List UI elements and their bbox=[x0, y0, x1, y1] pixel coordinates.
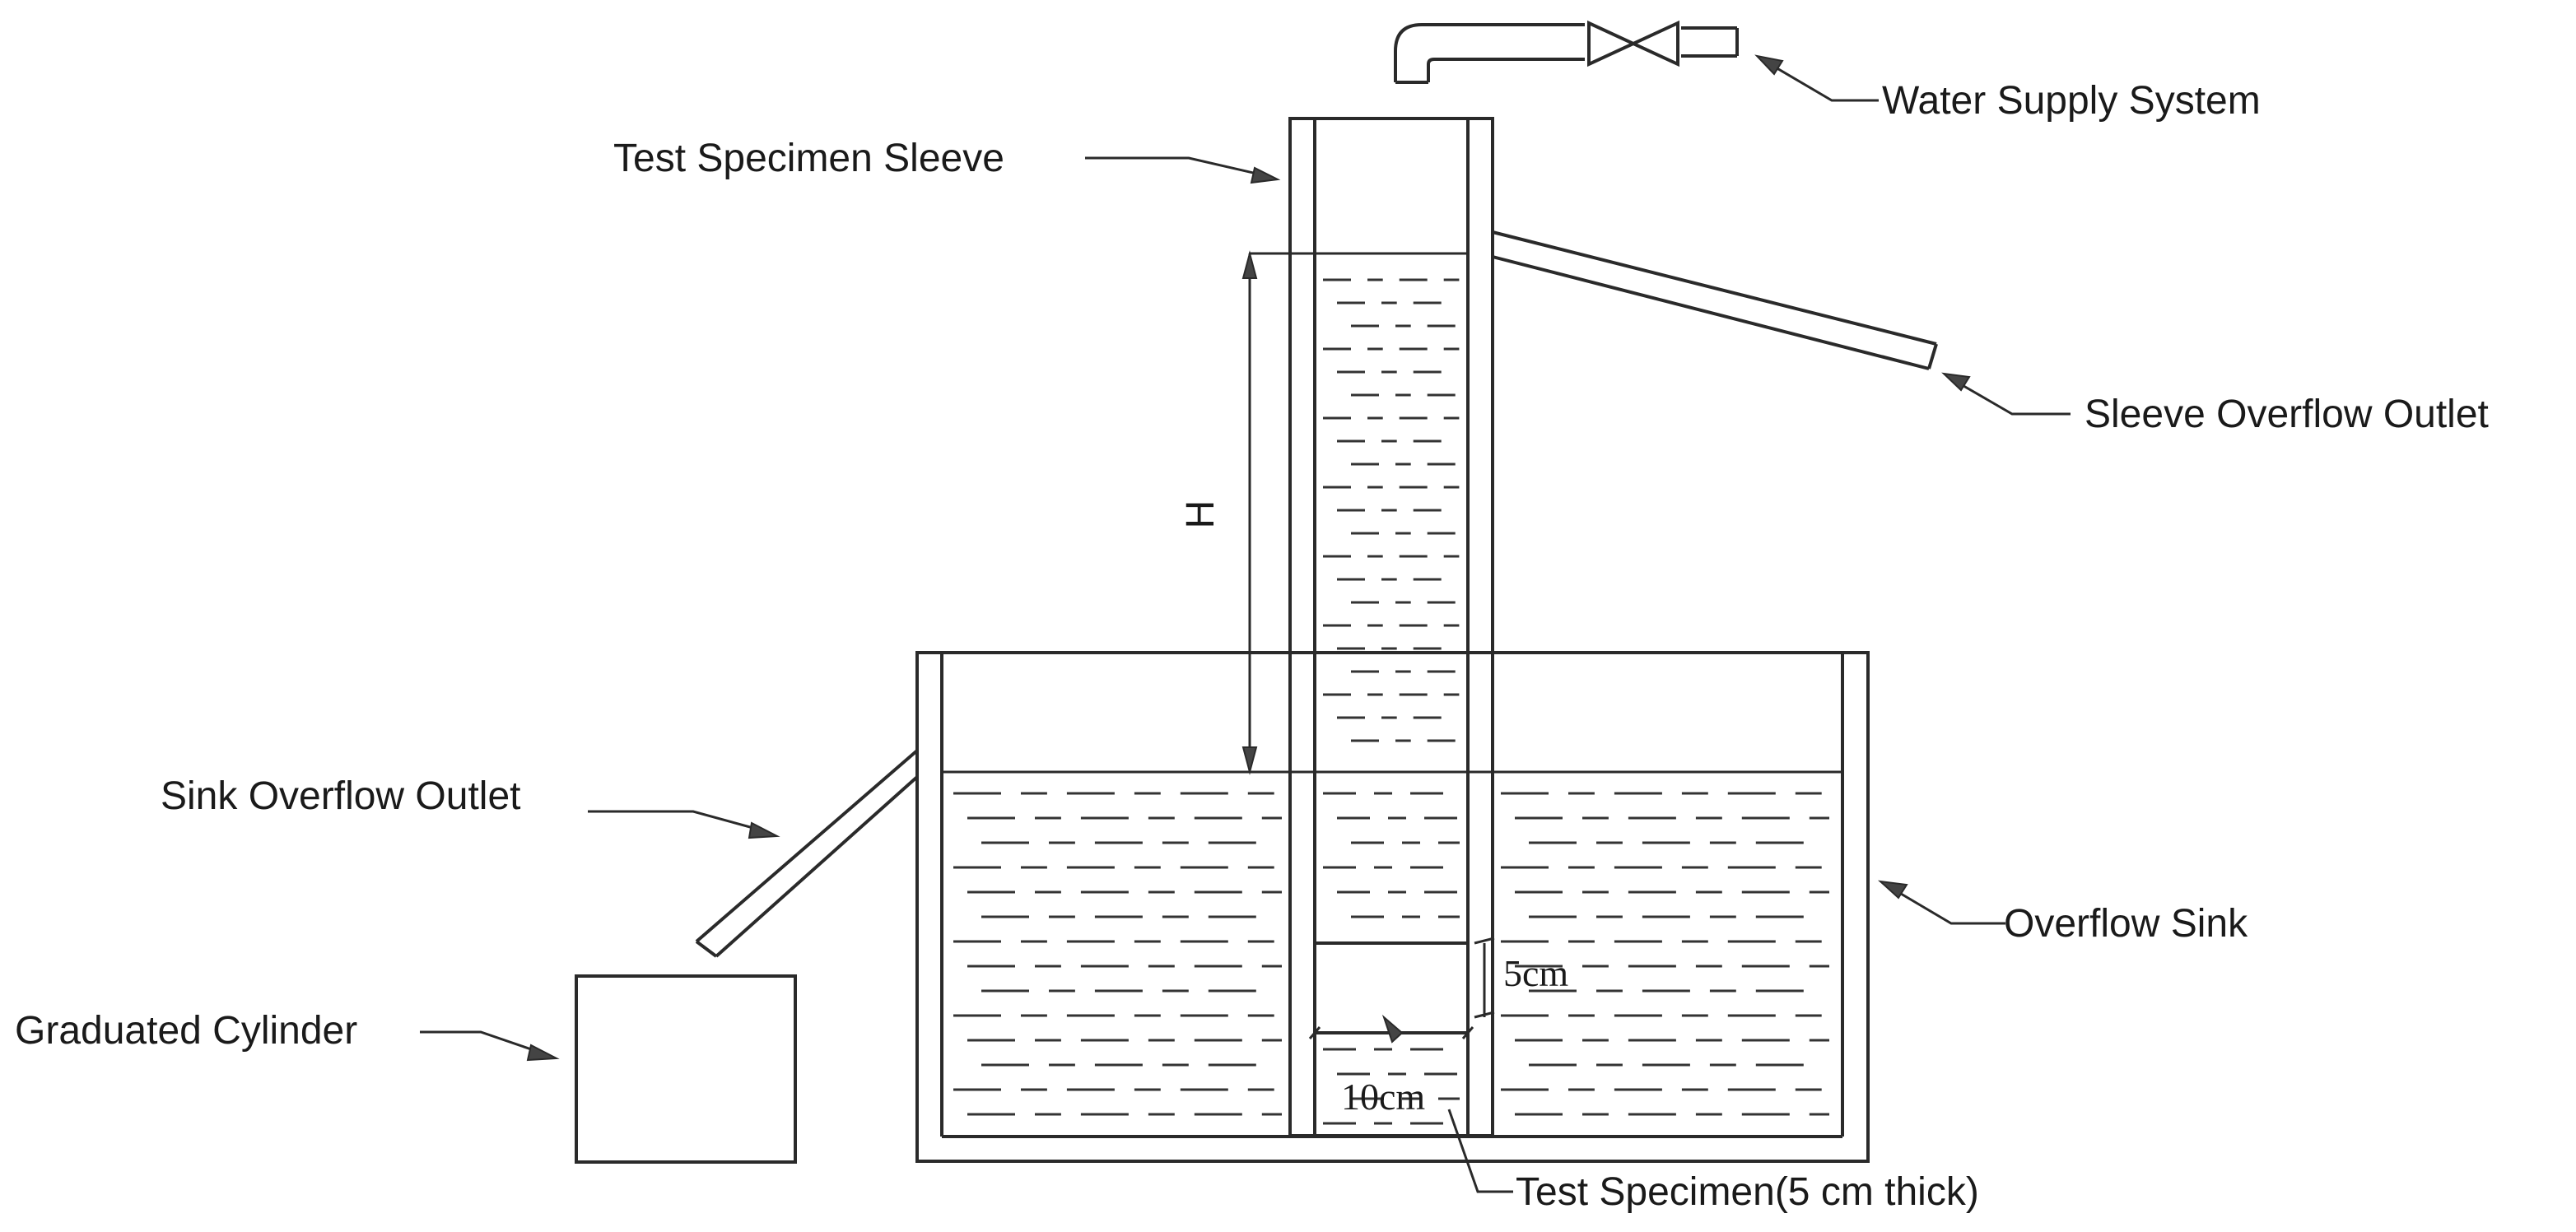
leader-water-supply bbox=[1754, 54, 1879, 102]
label-sleeve-overflow: Sleeve Overflow Outlet bbox=[2085, 393, 2489, 436]
water-surface-lines bbox=[942, 252, 1842, 774]
specimen-thickness-label: 5cm bbox=[1503, 952, 1568, 994]
head-dimension-label: H bbox=[1179, 500, 1223, 529]
leader-test-specimen bbox=[1447, 1109, 1513, 1193]
specimen-thickness-dimension: 5cm bbox=[1474, 937, 1568, 1019]
label-test-specimen: Test Specimen(5 cm thick) bbox=[1516, 1170, 1979, 1214]
label-sleeve: Test Specimen Sleeve bbox=[613, 137, 1004, 180]
label-water-supply: Water Supply System bbox=[1882, 79, 2261, 123]
leader-sleeve bbox=[1085, 156, 1281, 184]
water-supply-pipe bbox=[1394, 23, 1739, 84]
specimen-width-label: 10cm bbox=[1341, 1076, 1425, 1118]
leader-sleeve-overflow bbox=[1941, 372, 2071, 416]
graduated-cylinder bbox=[575, 974, 797, 1164]
sink-overflow-outlet bbox=[695, 749, 919, 958]
label-graduated-cylinder: Graduated Cylinder bbox=[15, 1009, 357, 1053]
sleeve-overflow-outlet bbox=[1492, 230, 1938, 370]
overflow-sink bbox=[915, 651, 1870, 1163]
test-specimen-sleeve bbox=[1288, 117, 1494, 1137]
specimen-width-dimension: 10cm bbox=[1308, 1014, 1474, 1118]
test-specimen bbox=[1315, 941, 1468, 1034]
label-overflow-sink: Overflow Sink bbox=[2004, 902, 2248, 946]
leader-graduated-cylinder bbox=[420, 1030, 560, 1062]
label-sink-overflow: Sink Overflow Outlet bbox=[161, 774, 520, 818]
leader-overflow-sink bbox=[1877, 880, 2005, 925]
valve-icon bbox=[1587, 20, 1679, 67]
water-hatching bbox=[953, 278, 1829, 1125]
leader-sink-overflow bbox=[588, 810, 780, 839]
head-dimension: H bbox=[1179, 250, 1258, 775]
